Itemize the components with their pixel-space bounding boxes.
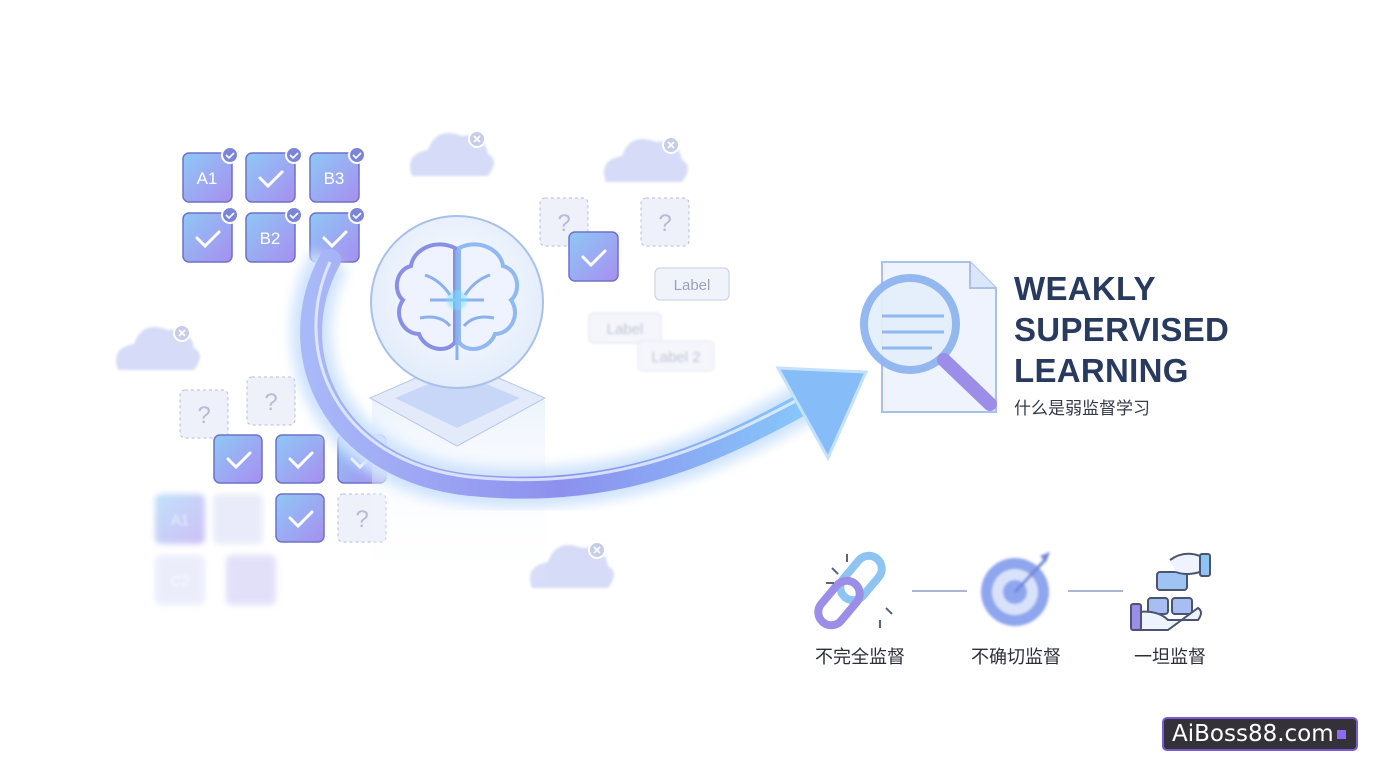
floating-label: Label <box>607 321 644 338</box>
square-icon <box>1337 730 1346 739</box>
target-icon <box>981 552 1050 626</box>
hand-blocks-icon <box>1130 552 1211 631</box>
tile-label: B2 <box>260 229 281 248</box>
tile-label: A1 <box>171 512 189 529</box>
search-document-icon <box>860 261 997 413</box>
question-icon: ? <box>658 210 671 237</box>
question-icon: ? <box>355 506 368 533</box>
watermark-badge: AiBoss88.com <box>1162 717 1358 751</box>
question-icon: ? <box>557 210 570 237</box>
watermark-text: AiBoss88.com <box>1172 721 1334 747</box>
brain-icon <box>370 215 544 389</box>
tile-label: C2 <box>170 573 189 590</box>
subtitle: 什么是弱监督学习 <box>1014 399 1150 419</box>
broken-chain-icon <box>814 551 893 630</box>
check-icon <box>226 451 376 529</box>
page-title: WEAKLY SUPERVISED LEARNING <box>1014 268 1229 391</box>
labeled-tile-grid: A1 B3 B2 <box>182 146 366 263</box>
tile-label: B3 <box>324 169 345 188</box>
step-label-incomplete: 不完全监督 <box>815 647 905 668</box>
tile-label: A1 <box>197 169 218 188</box>
check-badge-icon <box>221 146 366 224</box>
floating-label: Label 2 <box>651 349 700 366</box>
curved-arrow <box>291 249 869 508</box>
question-icon: ? <box>197 402 210 429</box>
floating-label: Label <box>674 277 711 294</box>
unlabeled-tile-grid: ? ? ? A1 C2 <box>155 376 387 605</box>
step-label-inexact: 不确切监督 <box>971 647 1061 668</box>
check-icon <box>195 170 348 249</box>
title-line: WEAKLY <box>1014 270 1156 307</box>
title-line: SUPERVISED <box>1014 311 1230 348</box>
step-label-third: 一坦监督 <box>1134 647 1206 668</box>
title-line: LEARNING <box>1014 352 1189 389</box>
question-icon: ? <box>264 389 277 416</box>
check-icon <box>581 249 607 268</box>
